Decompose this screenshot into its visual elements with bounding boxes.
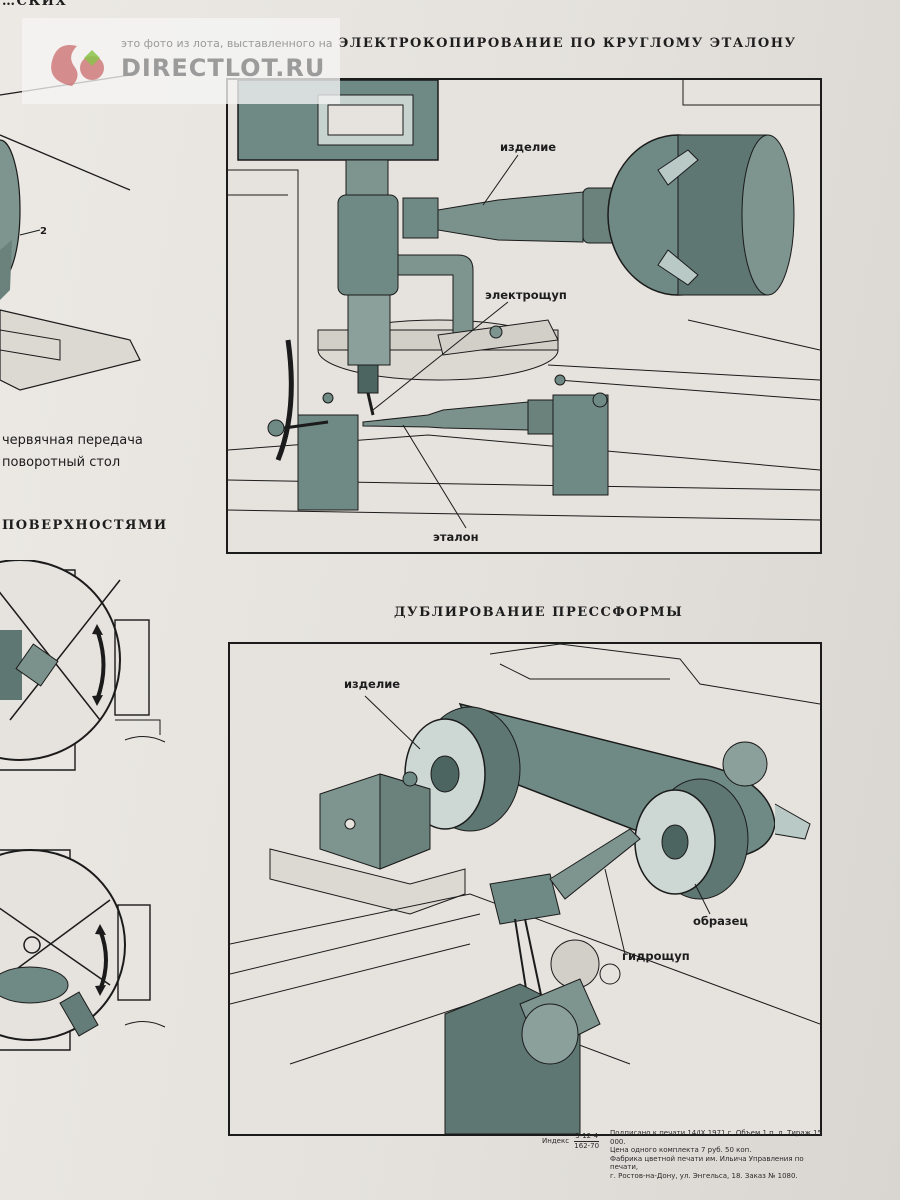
watermark-brand-domain: .RU: [275, 54, 326, 82]
top-label-master: эталон: [433, 530, 479, 544]
mold-duplication-illustration: [230, 644, 820, 1134]
bottom-label-sample: образец: [693, 914, 748, 928]
watermark-caption: это фото из лота, выставленного на: [121, 37, 333, 50]
part-number-label: 2: [40, 226, 47, 237]
top-panel-title: ЭЛЕКТРОКОПИРОВАНИЕ ПО КРУГЛОМУ ЭТАЛОНУ: [338, 36, 797, 51]
watermark-brand-name: DIRECTLOT: [121, 54, 276, 82]
imprint-line-4: г. Ростов-на-Дону, ул. Энгельса, 18. Зак…: [610, 1171, 798, 1180]
imprint-text: Подписано к печати 14/IX 1971 г. Объем 1…: [610, 1129, 830, 1180]
imprint-line-1: Подписано к печати 14/IX 1971 г. Объем 1…: [610, 1129, 823, 1146]
legend-worm-gear: червячная передача: [2, 433, 143, 448]
index-bottom: 162-70: [574, 1141, 600, 1150]
watermark-brand: DIRECTLOT.RU: [121, 54, 325, 82]
left-top-partial-title: …СКИХ: [2, 0, 68, 9]
electrocopying-illustration: [228, 80, 820, 529]
top-label-workpiece: изделие: [500, 140, 557, 154]
bottom-panel-frame: [228, 642, 822, 1136]
left-rotary-table-drawing-1: [0, 560, 166, 771]
index-label: Индекс: [542, 1137, 570, 1145]
index-block: Индекс 3-12-4 162-70: [542, 1132, 612, 1150]
bottom-label-hydroprobe: гидрощуп: [622, 949, 690, 963]
index-top: 3-12-4: [574, 1132, 600, 1142]
watermark-banner: это фото из лота, выставленного на DIREC…: [22, 18, 340, 104]
left-section-title: ПОВЕРХНОСТЯМИ: [2, 518, 168, 533]
imprint-line-2: Цена одного комплекта 7 руб. 50 коп.: [610, 1146, 752, 1154]
bottom-panel-title: ДУБЛИРОВАНИЕ ПРЕССФОРМЫ: [394, 605, 684, 620]
legend-rotary-table: поворотный стол: [2, 455, 121, 470]
squirrel-logo-icon: [51, 45, 104, 86]
bottom-label-workpiece: изделие: [344, 677, 401, 691]
top-label-electroprobe: электрощуп: [485, 288, 567, 302]
left-top-partial-drawing: [0, 74, 141, 391]
imprint-line-3: Фабрика цветной печати им. Ильича Управл…: [610, 1154, 804, 1172]
left-rotary-table-drawing-2: [0, 849, 166, 1051]
top-panel-frame: [226, 78, 822, 554]
